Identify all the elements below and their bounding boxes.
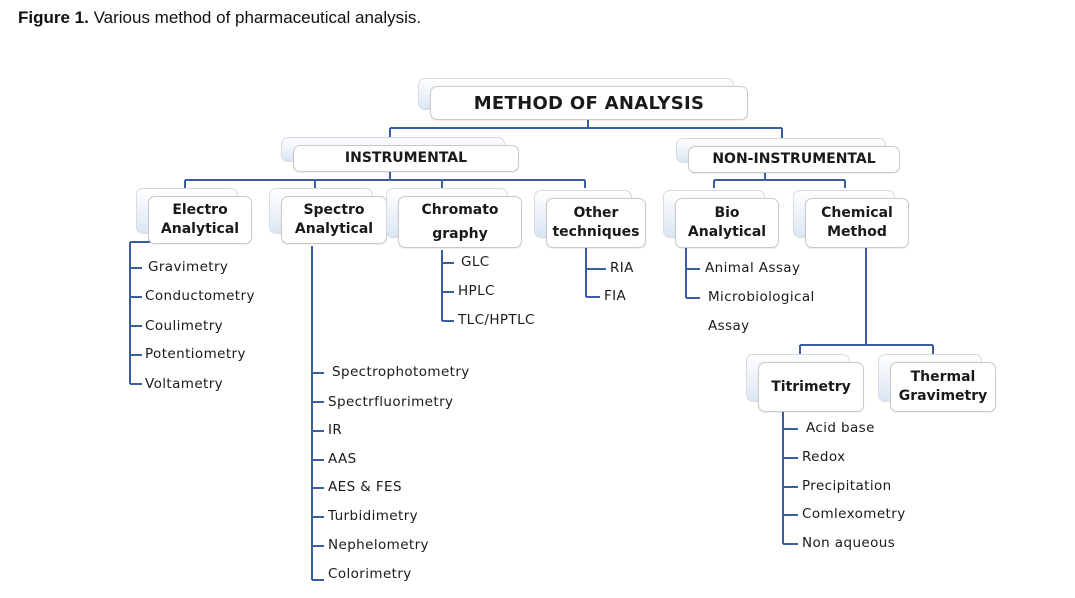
label-line: Spectro (303, 202, 365, 218)
leaf-complexometry: Comlexometry (802, 506, 906, 522)
leaf-ir: IR (328, 422, 343, 438)
leaf-tlc-hptlc: TLC/HPTLC (458, 312, 535, 328)
label-line: Bio (714, 205, 740, 221)
node-label: METHOD OF ANALYSIS (430, 86, 748, 120)
leaf-hplc: HPLC (458, 283, 495, 299)
node-method-of-analysis: METHOD OF ANALYSIS (418, 78, 748, 120)
leaf-microbiological: Microbiological (708, 289, 815, 305)
figure-caption-text: Various method of pharmaceutical analysi… (88, 8, 422, 27)
leaf-animal-assay: Animal Assay (705, 260, 801, 276)
label-line: Gravimetry (898, 388, 988, 404)
leaf-precipitation: Precipitation (802, 478, 892, 494)
node-label: NON-INSTRUMENTAL (688, 146, 900, 173)
node-label: Chromato graphy (398, 196, 522, 248)
label-line: Method (827, 224, 887, 240)
label-line: techniques (552, 224, 640, 240)
leaf-nephelometry: Nephelometry (328, 537, 429, 553)
leaf-spectrophotometry: Spectrophotometry (332, 364, 470, 380)
label-line: Analytical (294, 221, 374, 237)
node-instrumental: INSTRUMENTAL (281, 137, 519, 172)
figure-label: Figure 1. (18, 8, 89, 27)
leaf-non-aqueous: Non aqueous (802, 535, 896, 551)
label-line: graphy (432, 226, 488, 242)
leaf-ria: RIA (610, 260, 634, 276)
label-line: Chemical (821, 205, 893, 221)
label-line: Electro (172, 202, 228, 218)
leaf-conductometry: Conductometry (145, 288, 255, 304)
leaf-coulimetry: Coulimetry (145, 318, 224, 334)
leaf-voltametry: Voltametry (145, 376, 224, 392)
leaf-aas: AAS (328, 451, 357, 467)
label-line: Thermal (910, 369, 976, 385)
label-line: Other (573, 205, 619, 221)
leaf-spectrfluorimetry: Spectrfluorimetry (328, 394, 454, 410)
leaf-gravimetry: Gravimetry (148, 259, 229, 275)
node-label: Titrimetry (758, 362, 864, 412)
leaf-glc: GLC (461, 254, 490, 270)
node-chromatography: Chromato graphy (386, 188, 522, 248)
figure-caption: Figure 1. Various method of pharmaceutic… (18, 8, 421, 28)
leaf-assay: Assay (708, 318, 750, 334)
node-non-instrumental: NON-INSTRUMENTAL (676, 138, 900, 173)
leaf-redox: Redox (802, 449, 846, 465)
leaf-fia: FIA (604, 288, 627, 304)
leaf-potentiometry: Potentiometry (145, 346, 246, 362)
node-titrimetry: Titrimetry (746, 354, 864, 412)
label-line: Chromato (421, 202, 499, 218)
leaf-colorimetry: Colorimetry (328, 566, 412, 582)
label-line: Analytical (160, 221, 240, 237)
node-label: INSTRUMENTAL (293, 145, 519, 172)
leaf-turbidimetry: Turbidimetry (328, 508, 419, 524)
leaf-aes-fes: AES & FES (328, 479, 402, 495)
label-line: Analytical (687, 224, 767, 240)
leaf-acid-base: Acid base (806, 420, 875, 436)
node-label: Other techniques (546, 198, 646, 248)
node-other-techniques: Other techniques (534, 190, 646, 248)
